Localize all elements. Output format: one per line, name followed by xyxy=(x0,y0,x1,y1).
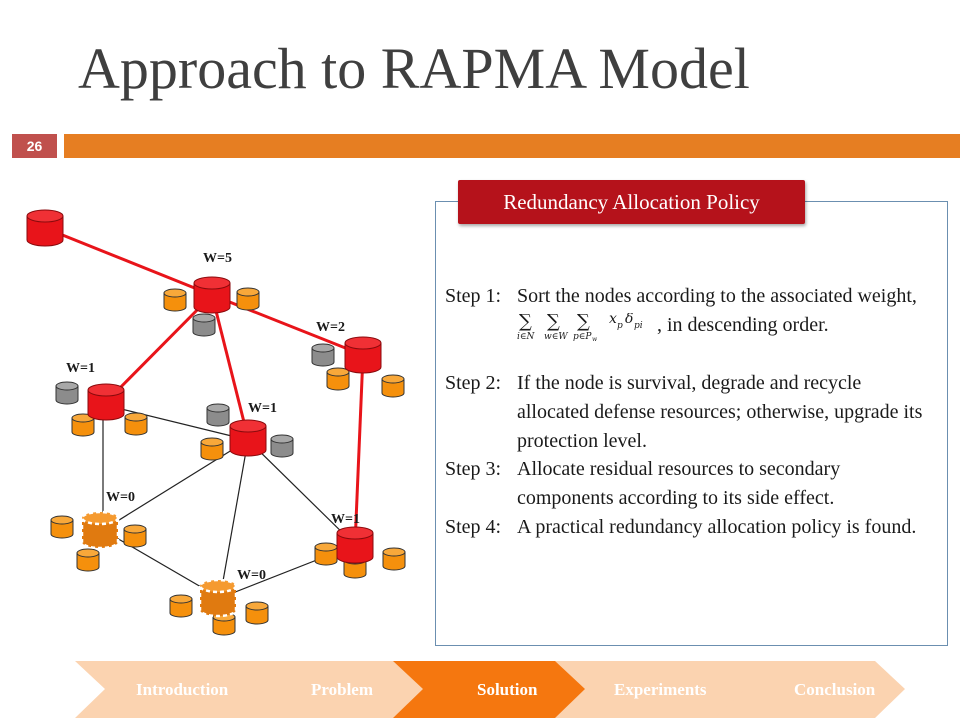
nav-item-conclusion[interactable]: Conclusion xyxy=(794,680,876,699)
nav-chevron-introduction[interactable] xyxy=(75,661,270,718)
nav-chevron-solution[interactable] xyxy=(393,661,590,718)
step-label: Step 1: xyxy=(445,285,502,307)
network-diagram: W=5 W=2 W=1 W=1 W=0 W=1 W=0 xyxy=(26,209,406,636)
svg-text:p: p xyxy=(617,321,623,331)
weight-label: W=0 xyxy=(237,568,266,583)
policy-step-1: Step 1: Sort the nodes according to the … xyxy=(445,282,945,341)
policy-heading: Redundancy Allocation Policy xyxy=(458,180,805,224)
degraded-nodes xyxy=(80,510,238,618)
policy-panel xyxy=(435,201,948,646)
svg-text:x: x xyxy=(609,313,617,327)
svg-text:∑: ∑ xyxy=(577,313,590,332)
nav-item-introduction[interactable]: Introduction xyxy=(136,680,229,699)
svg-text:∑: ∑ xyxy=(519,313,532,332)
normal-links xyxy=(102,404,356,599)
step-label: Step 3: xyxy=(445,458,502,480)
step-text: Sort the nodes according to the associat… xyxy=(517,285,917,307)
section-nav xyxy=(75,661,905,718)
policy-step-4: Step 4: A practical redundancy allocatio… xyxy=(445,513,945,542)
step-text: Allocate residual resources to secondary… xyxy=(517,458,841,509)
nav-item-solution[interactable]: Solution xyxy=(477,680,538,699)
page-number: 26 xyxy=(12,134,57,158)
nav-chevron-problem[interactable] xyxy=(235,661,425,718)
step-text: If the node is survival, degrade and rec… xyxy=(517,372,923,452)
svg-text:w∈W: w∈W xyxy=(544,332,568,341)
nav-item-experiments[interactable]: Experiments xyxy=(614,680,707,699)
svg-text:pi: pi xyxy=(634,321,643,331)
svg-text:i∈N: i∈N xyxy=(517,332,536,341)
header-bar xyxy=(64,134,960,158)
svg-text:∑: ∑ xyxy=(547,313,560,332)
weight-label: W=1 xyxy=(248,401,277,416)
step-label: Step 4: xyxy=(445,516,502,538)
step-label: Step 2: xyxy=(445,372,502,394)
step-text: A practical redundancy allocation policy… xyxy=(517,516,917,538)
svg-text:p∈P: p∈P xyxy=(573,332,592,341)
nav-chevron-experiments[interactable] xyxy=(555,661,750,718)
weight-label: W=1 xyxy=(66,361,95,376)
policy-step-2: Step 2: If the node is survival, degrade… xyxy=(445,369,945,456)
weight-label: W=0 xyxy=(106,490,135,505)
weight-label: W=1 xyxy=(331,512,360,527)
svg-text:δ: δ xyxy=(625,313,633,327)
nav-item-problem[interactable]: Problem xyxy=(311,680,374,699)
weight-formula: ∑ i∈N ∑ w∈W ∑ p∈P w x p δ pi xyxy=(517,313,643,341)
step-text-suffix: , in descending order. xyxy=(657,314,829,336)
policy-step-3: Step 3: Allocate residual resources to s… xyxy=(445,455,945,513)
weight-label: W=2 xyxy=(316,320,345,335)
weight-label: W=5 xyxy=(203,251,232,266)
nav-chevron-conclusion[interactable] xyxy=(715,661,905,718)
primary-links xyxy=(44,226,365,546)
svg-text:w: w xyxy=(592,336,598,341)
slide-title: Approach to RAPMA Model xyxy=(78,36,750,101)
